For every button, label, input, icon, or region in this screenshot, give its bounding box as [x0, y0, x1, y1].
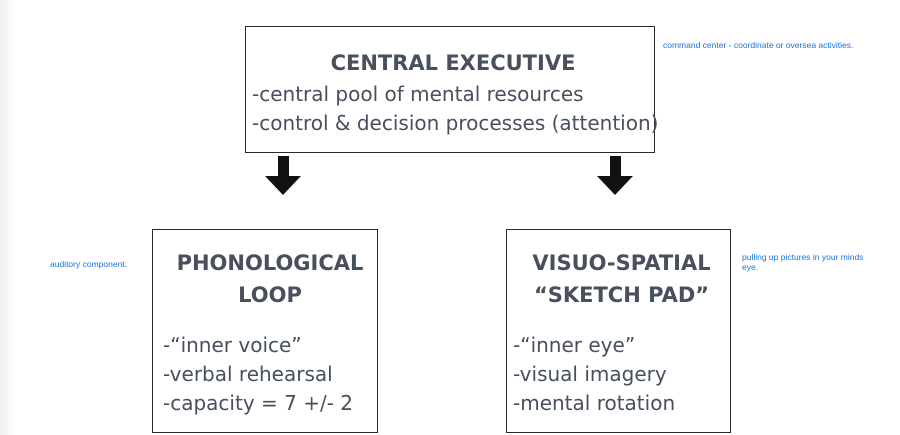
arrow-down-left-shaft: [278, 156, 289, 176]
visuo-spatial-box: VISUO-SPATIAL “SKETCH PAD” -“inner eye” …: [506, 229, 731, 433]
phonological-loop-title-line-1: PHONOLOGICAL: [176, 251, 364, 275]
visuo-spatial-title-line-1: VISUO-SPATIAL: [532, 251, 711, 275]
phonological-loop-line-1: -“inner voice”: [163, 333, 302, 357]
visuo-spatial-title-line-2: “SKETCH PAD”: [533, 283, 710, 307]
phonological-loop-line-3: -capacity = 7 +/- 2: [163, 391, 353, 415]
visuo-spatial-line-3: -mental rotation: [513, 391, 676, 415]
arrow-down-right-shaft: [610, 156, 621, 176]
central-executive-line-1: -central pool of mental resources: [252, 82, 584, 106]
phonological-loop-note: auditory component.: [50, 259, 128, 269]
visuo-spatial-line-1: -“inner eye”: [513, 333, 636, 357]
left-edge-shade: [0, 0, 16, 435]
central-executive-line-2: -control & decision processes (attention…: [252, 111, 659, 135]
central-executive-title: CENTRAL EXECUTIVE: [330, 51, 576, 75]
arrow-down-left-head: [265, 176, 301, 195]
visuo-spatial-line-2: -visual imagery: [513, 362, 667, 386]
central-executive-note: command center - coordinate or oversea a…: [663, 40, 854, 50]
visuo-spatial-note: pulling up pictures in your minds eye.: [742, 252, 863, 272]
phonological-loop-title-line-2: LOOP: [238, 283, 302, 307]
visuo-spatial-note-line-2: eye.: [742, 262, 759, 272]
central-executive-box: CENTRAL EXECUTIVE -central pool of menta…: [245, 26, 659, 153]
visuo-spatial-note-line-1: pulling up pictures in your minds: [742, 252, 864, 262]
arrow-down-right-head: [597, 176, 633, 195]
phonological-loop-box: PHONOLOGICAL LOOP -“inner voice” -verbal…: [152, 229, 378, 433]
phonological-loop-line-2: -verbal rehearsal: [163, 362, 333, 386]
